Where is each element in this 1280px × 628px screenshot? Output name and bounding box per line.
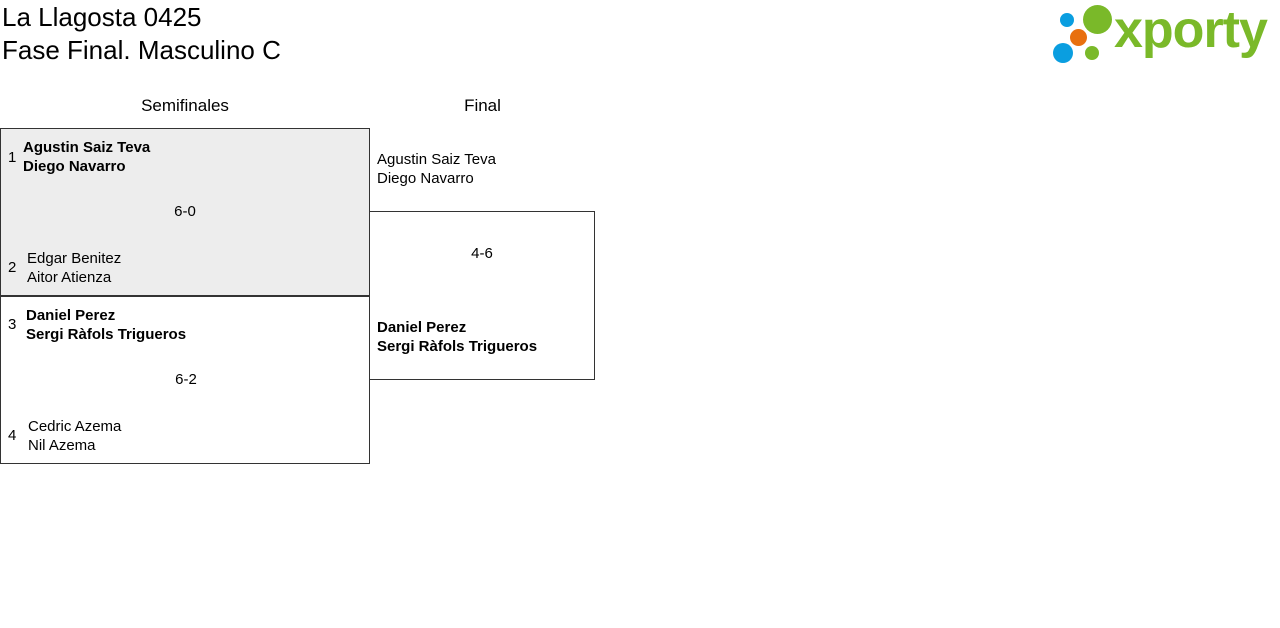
team: Edgar Benitez Aitor Atienza [27,249,121,287]
logo-dot [1053,43,1073,63]
seed-number: 1 [8,149,17,166]
tournament-title: La Llagosta 0425 [2,2,202,32]
xporty-logo: xporty [1050,1,1275,68]
player-name: Edgar Benitez [27,250,122,267]
final-match[interactable]: 4-6 Daniel Perez Sergi Ràfols Trigueros [369,211,595,380]
player-name: Sergi Ràfols Trigueros [377,338,538,355]
round-header-final: Final [464,96,501,115]
player-name: Agustin Saiz Teva [377,151,496,168]
player-name: Aitor Atienza [27,269,112,286]
team-winner: Daniel Perez Sergi Ràfols Trigueros [26,306,186,344]
seed-number: 3 [8,316,17,333]
player-name: Daniel Perez [377,319,467,336]
player-name: Agustin Saiz Teva [23,139,151,156]
logo-dot [1070,29,1087,46]
player-name: Cedric Azema [28,418,122,435]
seed-number: 4 [8,427,17,444]
team-winner: Agustin Saiz Teva Diego Navarro [23,138,150,176]
round-header-semifinals: Semifinales [141,96,229,115]
match-score: 4-6 [471,245,493,262]
semifinal-match-1[interactable]: 1 Agustin Saiz Teva Diego Navarro 6-0 2 … [0,128,370,297]
logo-dot [1085,46,1099,60]
final-team-winner: Daniel Perez Sergi Ràfols Trigueros [377,318,537,356]
player-name: Diego Navarro [377,170,474,187]
logo-dot [1083,5,1112,34]
player-name: Diego Navarro [23,158,126,175]
player-name: Daniel Perez [26,307,116,324]
match-score: 6-0 [174,203,196,220]
logo-text: xporty [1114,1,1268,59]
logo-dot [1060,13,1074,27]
seed-number: 2 [8,259,17,276]
player-name: Nil Azema [28,437,96,454]
semifinal-match-2[interactable]: 3 Daniel Perez Sergi Ràfols Trigueros 6-… [0,295,370,464]
match-score: 6-2 [175,371,197,388]
team: Cedric Azema Nil Azema [28,417,121,455]
category-title: Fase Final. Masculino C [2,35,281,65]
final-team-1: Agustin Saiz Teva Diego Navarro [377,150,496,188]
player-name: Sergi Ràfols Trigueros [26,326,187,343]
